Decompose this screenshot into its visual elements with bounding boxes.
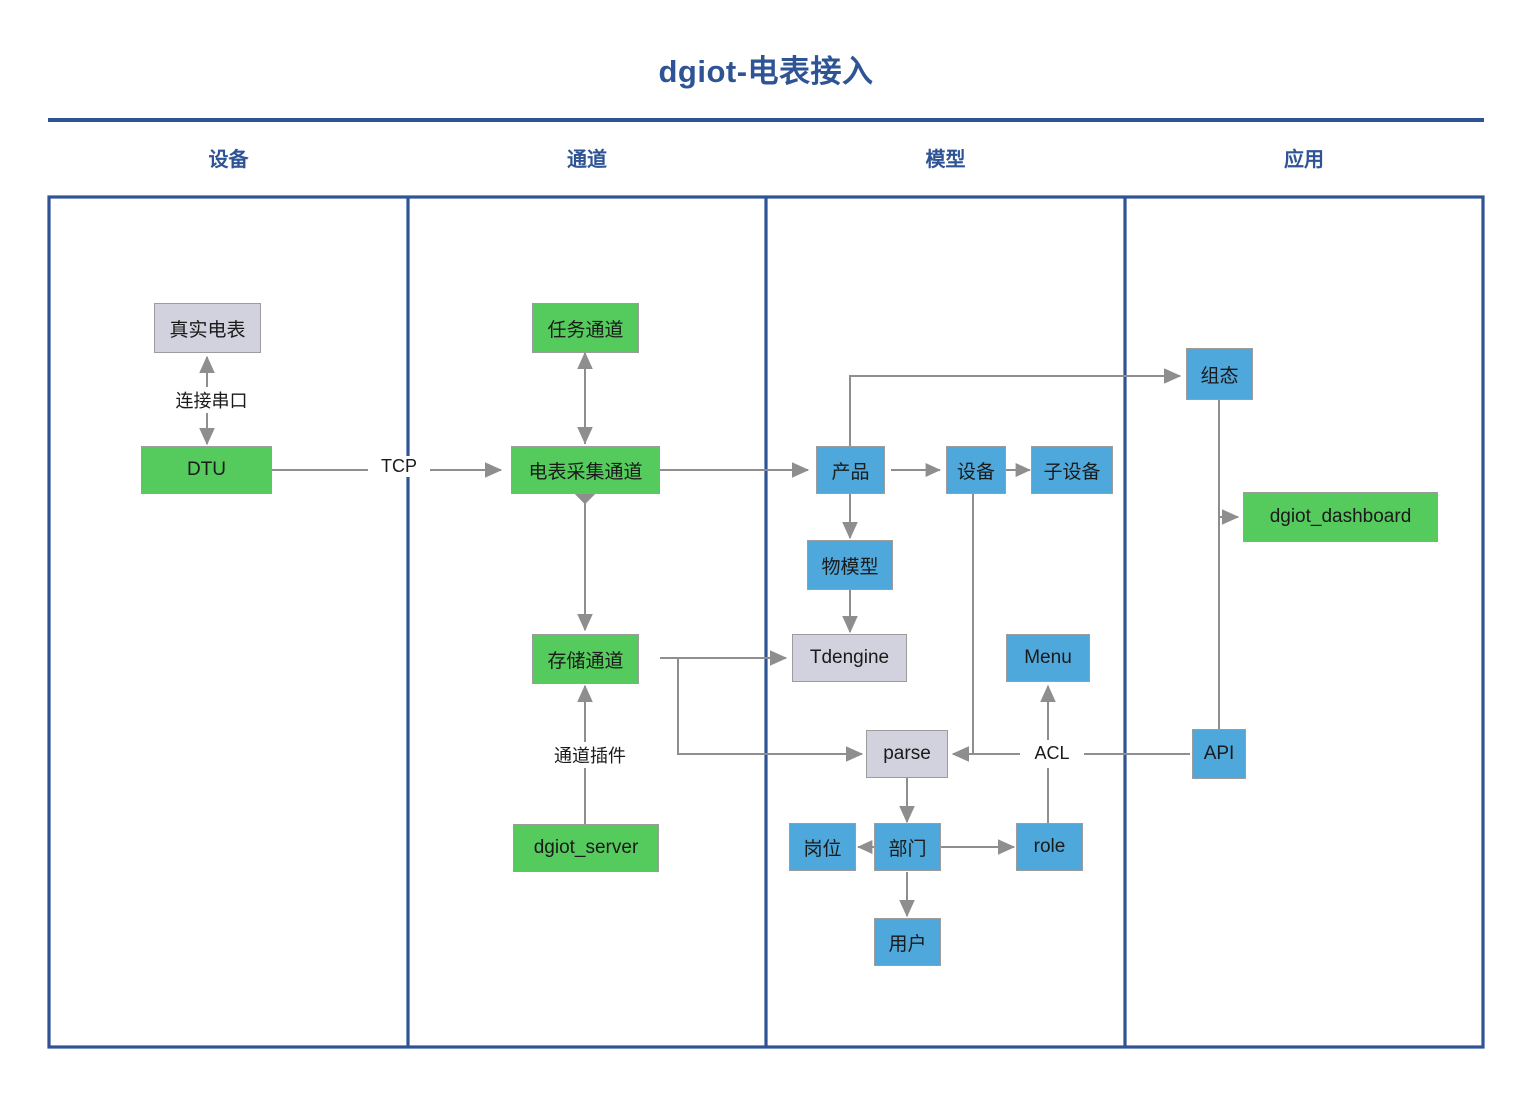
- node-dgiot-dashboard[interactable]: dgiot_dashboard: [1243, 492, 1438, 542]
- node-scada[interactable]: 组态: [1186, 348, 1253, 400]
- title-divider: [48, 118, 1484, 122]
- page-title: dgiot-电表接入: [658, 54, 874, 89]
- column-header-application: 应用: [1284, 149, 1324, 171]
- node-task-channel[interactable]: 任务通道: [532, 303, 639, 353]
- node-thing-model[interactable]: 物模型: [807, 540, 893, 590]
- edge-label-serial-port: 连接串口: [161, 387, 262, 413]
- node-parse[interactable]: parse: [866, 730, 948, 778]
- node-product[interactable]: 产品: [816, 446, 885, 494]
- edge-label-channel-plugin: 通道插件: [531, 742, 649, 768]
- node-user[interactable]: 用户: [874, 918, 941, 966]
- swimlane-frame: [47, 195, 1485, 1049]
- edge-device-to-parse: [951, 494, 974, 762]
- node-menu[interactable]: Menu: [1006, 634, 1090, 682]
- column-header-model: 模型: [925, 149, 966, 171]
- node-dgiot-server[interactable]: dgiot_server: [513, 824, 659, 872]
- node-api[interactable]: API: [1192, 729, 1246, 779]
- node-tdengine[interactable]: Tdengine: [792, 634, 907, 682]
- node-dtu[interactable]: DTU: [141, 446, 272, 494]
- edge-storage-channel-to-parse: [660, 657, 864, 762]
- node-post[interactable]: 岗位: [789, 823, 856, 871]
- edge-label-acl: ACL: [1020, 743, 1084, 764]
- node-role[interactable]: role: [1016, 823, 1083, 871]
- column-header-device: 设备: [208, 149, 249, 171]
- column-header-channel: 通道: [567, 149, 607, 171]
- node-meter-channel[interactable]: 电表采集通道: [511, 446, 660, 494]
- node-storage-channel[interactable]: 存储通道: [532, 634, 639, 684]
- edges: [199, 351, 1240, 918]
- edge-product-to-scada: [849, 368, 1182, 446]
- node-device[interactable]: 设备: [946, 446, 1006, 494]
- node-real-meter[interactable]: 真实电表: [154, 303, 261, 353]
- edge-label-tcp: TCP: [368, 456, 430, 477]
- node-dept[interactable]: 部门: [874, 823, 941, 871]
- node-subdevice[interactable]: 子设备: [1031, 446, 1113, 494]
